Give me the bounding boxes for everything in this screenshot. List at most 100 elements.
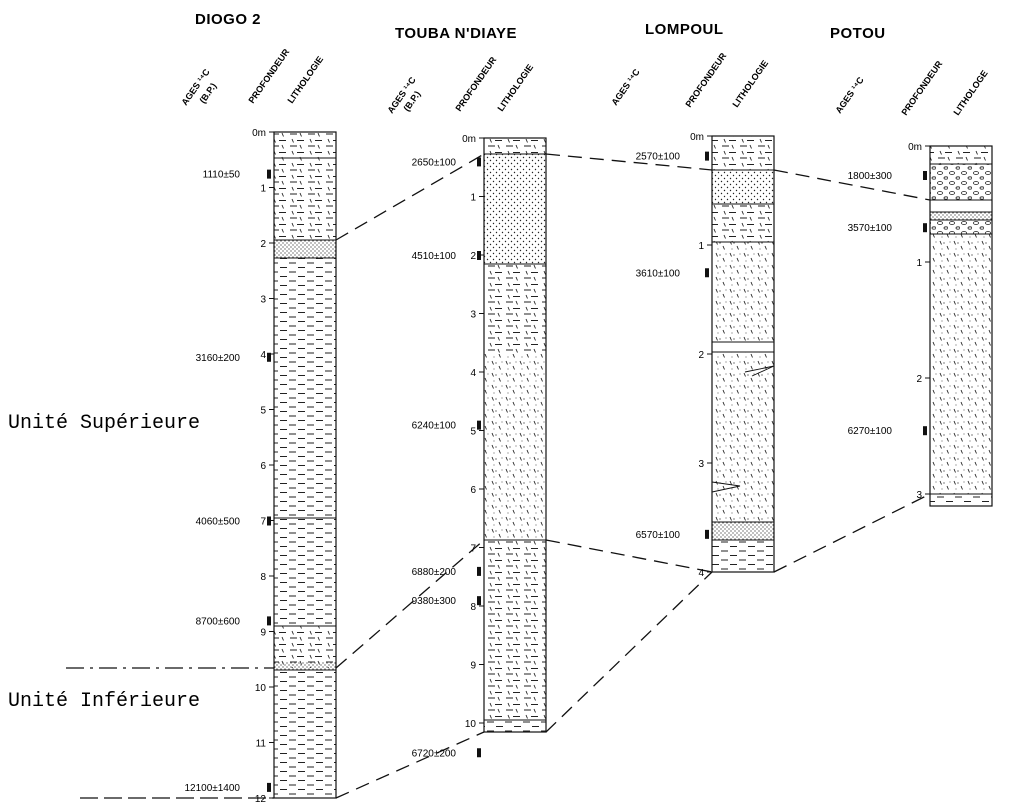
- age-label: 3570±100: [848, 223, 893, 234]
- correlation-line: [774, 494, 930, 572]
- age-label: 9380±300: [412, 596, 457, 607]
- site-title-diogo: DIOGO 2: [195, 11, 261, 28]
- depth-tick-label: 2: [916, 374, 922, 385]
- header-profondeur-touba: PROFONDEUR: [453, 55, 498, 114]
- age-label: 4510±100: [412, 251, 457, 262]
- sample-marker: [705, 530, 709, 539]
- age-label: 2570±100: [636, 152, 681, 163]
- age-label: 4060±500: [196, 517, 241, 528]
- layer-mixed: [930, 146, 992, 164]
- depth-tick-label: 8: [470, 602, 476, 613]
- layer-dotted-sand: [484, 154, 546, 264]
- depth-tick-label: 0m: [462, 134, 476, 145]
- depth-tick-label: 3: [470, 310, 476, 321]
- depth-tick-label: 1: [916, 258, 922, 269]
- age-label: 6880±200: [412, 567, 457, 578]
- depth-tick-label: 0m: [690, 132, 704, 143]
- depth-tick-label: 3: [698, 459, 704, 470]
- sample-marker: [923, 171, 927, 180]
- sample-marker: [705, 268, 709, 277]
- header-lithologie-lompoul: LITHOLOGIE: [730, 58, 770, 109]
- sample-marker: [267, 616, 271, 625]
- depth-tick-label: 0m: [908, 142, 922, 153]
- layer-clay: [274, 258, 336, 518]
- age-label: 6720±200: [412, 748, 457, 759]
- depth-tick-label: 5: [260, 406, 266, 417]
- depth-tick-label: 1: [260, 184, 266, 195]
- depth-tick-label: 2: [260, 239, 266, 250]
- layer-mixed: [274, 132, 336, 240]
- layer-white: [712, 342, 774, 352]
- site-title-lompoul: LOMPOUL: [645, 21, 724, 38]
- layer-mixed: [484, 264, 546, 354]
- header-profondeur-lompoul: PROFONDEUR: [683, 51, 728, 110]
- sample-marker: [267, 353, 271, 362]
- depth-tick-label: 7: [260, 517, 266, 528]
- age-label: 1800±300: [848, 171, 893, 182]
- depth-tick-label: 7: [470, 544, 476, 555]
- header-lithologie-potou: LITHOLOGE: [951, 68, 989, 117]
- layer-sand: [712, 352, 774, 522]
- sample-marker: [477, 596, 481, 605]
- age-label: 6270±100: [848, 426, 893, 437]
- layer-sand: [484, 354, 546, 540]
- depth-tick-label: 6: [260, 461, 266, 472]
- layer-white: [930, 200, 992, 212]
- layer-clay: [274, 670, 336, 798]
- depth-tick-label: 10: [255, 683, 267, 694]
- site-title-touba: TOUBA N'DIAYE: [395, 25, 517, 42]
- layer-shell-gravel: [930, 220, 992, 234]
- layer-fine-sand: [930, 212, 992, 220]
- correlation-line: [336, 732, 484, 798]
- header-lithologie-diogo: LITHOLOGIE: [285, 54, 325, 105]
- layer-clay: [930, 494, 992, 506]
- sample-marker: [267, 170, 271, 179]
- header-lithologie-touba: LITHOLOGIE: [495, 62, 535, 113]
- layer-sand: [930, 234, 992, 494]
- sample-marker: [705, 152, 709, 161]
- depth-tick-label: 4: [470, 368, 476, 379]
- age-label: 12100±1400: [184, 783, 240, 794]
- layer-mixed: [712, 204, 774, 242]
- age-label: 1110±50: [203, 170, 241, 181]
- depth-tick-label: 1: [470, 193, 476, 204]
- correlation-line: [546, 540, 712, 572]
- header-profondeur-potou: PROFONDEUR: [899, 59, 944, 118]
- correlation-line: [546, 572, 712, 732]
- depth-tick-label: 0m: [252, 128, 266, 139]
- depth-tick-label: 3: [916, 490, 922, 501]
- header-profondeur-diogo: PROFONDEUR: [246, 47, 291, 106]
- sample-marker: [477, 421, 481, 430]
- lithology-column-potou: [930, 146, 992, 506]
- layer-mixed: [712, 136, 774, 170]
- header-ages-potou: AGES ¹⁴C: [833, 75, 866, 116]
- header-ages-lompoul: AGES ¹⁴C: [609, 67, 642, 108]
- layer-shell-gravel: [930, 164, 992, 200]
- layer-fine-sand: [274, 662, 336, 670]
- layer-dotted-sand: [712, 170, 774, 204]
- depth-tick-label: 9: [260, 628, 266, 639]
- layer-sand: [712, 242, 774, 342]
- layer-fine-sand: [274, 240, 336, 258]
- age-label: 6240±100: [412, 421, 457, 432]
- unit-label-upper: Unité Supérieure: [8, 412, 200, 435]
- layer-mixed: [484, 138, 546, 154]
- depth-tick-label: 4: [698, 568, 704, 579]
- sample-marker: [477, 157, 481, 166]
- correlation-line: [336, 540, 484, 668]
- age-label: 6570±100: [636, 530, 681, 541]
- sample-marker: [477, 567, 481, 576]
- depth-tick-label: 12: [255, 794, 267, 803]
- lithology-column-diogo: [274, 132, 336, 798]
- sample-marker: [477, 748, 481, 757]
- depth-tick-label: 11: [256, 739, 267, 750]
- depth-tick-label: 2: [698, 350, 704, 361]
- depth-tick-label: 3: [260, 295, 266, 306]
- depth-tick-label: 6: [470, 485, 476, 496]
- sample-marker: [923, 223, 927, 232]
- correlation-line: [546, 154, 712, 170]
- layer-clay: [712, 540, 774, 572]
- depth-tick-label: 1: [698, 241, 704, 252]
- sample-marker: [477, 251, 481, 260]
